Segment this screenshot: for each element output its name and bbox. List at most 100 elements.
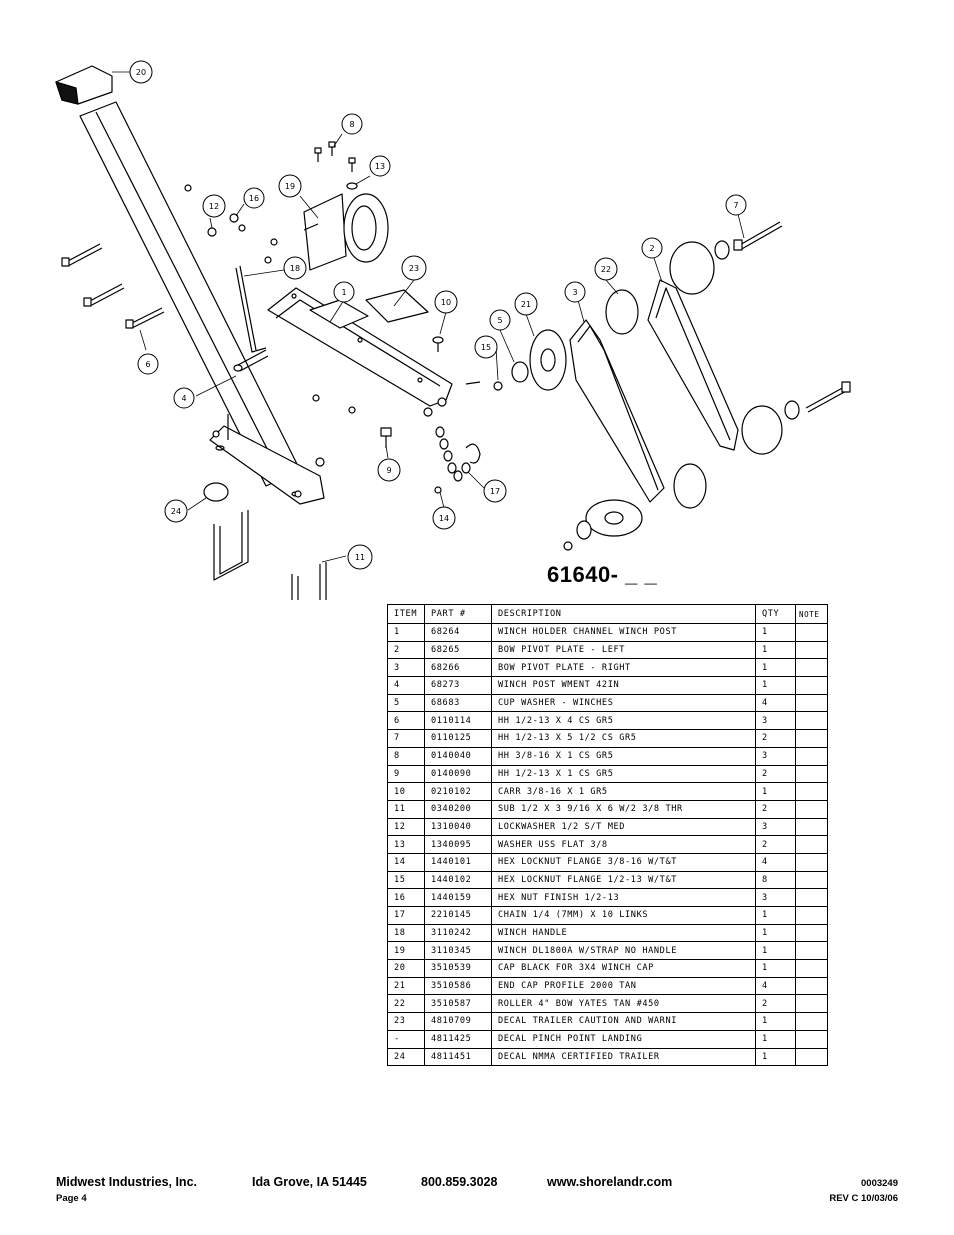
- footer-company: Midwest Industries, Inc.: [56, 1175, 197, 1189]
- callout-17: [483, 479, 507, 503]
- cell-note: [795, 746, 828, 766]
- callout-label: 22: [601, 265, 611, 274]
- cell-item: 17: [387, 906, 425, 925]
- callout-18: [283, 256, 307, 280]
- cell-description: HH 3/8-16 X 1 CS GR5: [491, 746, 756, 766]
- cell-part-number: 0140090: [424, 764, 492, 784]
- callout-label: 20: [136, 68, 146, 77]
- callout-24: [164, 499, 188, 523]
- cell-item: 22: [387, 994, 425, 1014]
- cell-item: 2: [387, 640, 425, 660]
- cell-description: WASHER USS FLAT 3/8: [491, 835, 756, 854]
- bolts-item-6: [61, 243, 165, 329]
- cell-part-number: 3510539: [424, 959, 492, 978]
- cell-description: END CAP PROFILE 2000 TAN: [491, 976, 756, 996]
- cell-description: DECAL NMMA CERTIFIED TRAILER: [491, 1047, 756, 1067]
- cell-description: HH 1/2-13 X 4 CS GR5: [491, 711, 756, 731]
- cell-qty: 3: [755, 888, 796, 907]
- callout-22: [594, 257, 618, 281]
- callout-label: 2: [649, 244, 654, 253]
- cell-qty: 1: [755, 1012, 796, 1031]
- cell-part-number: 1310040: [424, 817, 492, 837]
- winch-holder-channel-part: [267, 287, 453, 407]
- cell-description: LOCKWASHER 1/2 S/T MED: [491, 817, 756, 837]
- callout-13: [369, 155, 391, 177]
- cell-item: 23: [387, 1012, 425, 1031]
- cell-note: [795, 623, 828, 642]
- callout-label: 21: [521, 300, 531, 309]
- callout-label: 12: [209, 202, 219, 211]
- bow-pivot-plate-right-part: [569, 319, 665, 503]
- cell-part-number: 2210145: [424, 906, 492, 925]
- callout-8: [341, 113, 363, 135]
- footer-website: www.shorelandr.com: [547, 1175, 673, 1189]
- cell-description: HH 1/2-13 X 5 1/2 CS GR5: [491, 729, 756, 748]
- nmma-decal-part: [203, 482, 229, 502]
- callout-label: 8: [349, 120, 354, 129]
- callout-4: [173, 387, 195, 409]
- cell-item: 13: [387, 835, 425, 854]
- cell-qty: 2: [755, 835, 796, 854]
- cell-item: 12: [387, 817, 425, 837]
- cell-description: SUB 1/2 X 3 9/16 X 6 W/2 3/8 THR: [491, 799, 756, 819]
- cell-note: [795, 941, 828, 961]
- winch-cap-part: [55, 65, 113, 105]
- cell-qty: 2: [755, 729, 796, 748]
- cell-qty: 1: [755, 1047, 796, 1067]
- cell-part-number: 3110345: [424, 941, 492, 961]
- cell-qty: 3: [755, 711, 796, 731]
- cell-part-number: 1440159: [424, 888, 492, 907]
- callout-label: 3: [572, 288, 577, 297]
- cell-qty: 1: [755, 782, 796, 801]
- cell-part-number: 4811425: [424, 1029, 492, 1049]
- callout-9: [377, 458, 401, 482]
- callout-21: [514, 292, 538, 316]
- cell-qty: 1: [755, 906, 796, 925]
- cell-qty: 1: [755, 640, 796, 660]
- cell-item: 21: [387, 976, 425, 996]
- callout-5: [489, 309, 511, 331]
- cell-part-number: 3510586: [424, 976, 492, 996]
- cell-item: -: [387, 1029, 425, 1049]
- cell-qty: 1: [755, 923, 796, 943]
- callout-15: [474, 335, 498, 359]
- callout-label: 15: [481, 343, 491, 352]
- callout-20: [129, 60, 153, 84]
- bolts-item-7: [733, 221, 851, 413]
- callout-23: [401, 255, 427, 281]
- callout-label: 18: [290, 264, 300, 273]
- callout-label: 1: [341, 288, 346, 297]
- model-number-title: 61640- _ _: [547, 562, 658, 587]
- cell-description: CUP WASHER - WINCHES: [491, 693, 756, 713]
- cell-item: 9: [387, 764, 425, 784]
- cell-item: 11: [387, 799, 425, 819]
- cell-part-number: 3510587: [424, 994, 492, 1014]
- cell-description: ROLLER 4" BOW YATES TAN #450: [491, 994, 756, 1014]
- cell-qty: 1: [755, 623, 796, 642]
- cell-note: [795, 711, 828, 731]
- end-cap-rollers: [529, 241, 783, 537]
- cell-item: 10: [387, 782, 425, 801]
- cell-part-number: 68265: [424, 640, 492, 660]
- winch-post-part: [79, 101, 325, 505]
- callout-label: 4: [181, 394, 186, 403]
- callout-label: 14: [439, 514, 449, 523]
- cell-part-number: 4811451: [424, 1047, 492, 1067]
- callout-3: [564, 281, 586, 303]
- column-header-description: DESCRIPTION: [491, 604, 756, 624]
- u-bolts-part: [213, 510, 327, 600]
- callout-1: [333, 281, 355, 303]
- cell-note: [795, 888, 828, 907]
- callout-label: 11: [355, 553, 365, 562]
- exploded-parts-diagram: 20 8 13 19 16 12 7 2 23 18 22 1 10 21 3 …: [55, 60, 851, 600]
- callout-label: 13: [375, 162, 385, 171]
- callout-label: 10: [441, 298, 451, 307]
- cell-qty: 4: [755, 976, 796, 996]
